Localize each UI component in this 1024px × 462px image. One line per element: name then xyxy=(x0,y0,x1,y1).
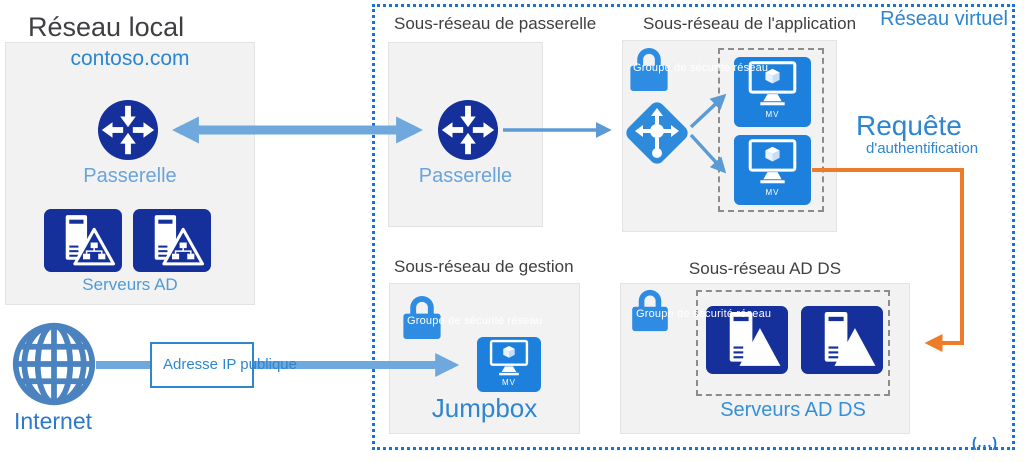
app-availability-set-border xyxy=(718,48,824,212)
local-servers-label: Serveurs AD xyxy=(82,275,178,294)
nsg-lock-icon xyxy=(629,45,669,92)
nsg-lock-icon xyxy=(402,293,442,340)
adds-server-icon xyxy=(706,306,788,374)
app-nsg-label: Groupe de sécurité réseau xyxy=(633,62,769,74)
virtual-network-border xyxy=(372,4,1015,450)
adds-nsg-label: Groupe de sécurité réseau xyxy=(636,308,772,320)
ad-server-icon xyxy=(133,209,211,272)
auth-request-line1: Requête xyxy=(856,110,962,141)
local-domain-label: contoso.com xyxy=(70,47,190,70)
vnet-gateway-label: Passerelle xyxy=(418,165,513,187)
ad-server-icon xyxy=(44,209,122,272)
adds-servers-label: Serveurs AD DS xyxy=(720,399,866,421)
vnet-gateway-icon xyxy=(437,99,499,161)
vm-label: MV xyxy=(502,378,516,387)
auth-request-line2: d'authentification xyxy=(866,140,979,157)
local-gateway-label: Passerelle xyxy=(83,165,177,187)
vm-label: MV xyxy=(765,110,780,119)
virtual-network-label: Réseau virtuel xyxy=(880,8,1008,30)
internet-label: Internet xyxy=(14,408,92,434)
adds-subnet-title: Sous-réseau AD DS xyxy=(688,259,842,278)
vm-icon: MV xyxy=(734,135,811,205)
local-network-title: Réseau local xyxy=(28,12,185,42)
mgmt-nsg-label: Groupe de sécurité réseau xyxy=(407,315,543,327)
load-balancer-icon xyxy=(622,98,692,168)
nsg-lock-icon xyxy=(631,287,669,332)
internet-globe-icon xyxy=(10,320,98,408)
adds-server-icon xyxy=(801,306,883,374)
jumpbox-vm-icon: MV xyxy=(477,337,541,392)
gateway-subnet-title: Sous-réseau de passerelle xyxy=(394,14,597,33)
app-subnet-title: Sous-réseau de l'application xyxy=(643,14,857,33)
vm-label: MV xyxy=(765,188,780,197)
jumpbox-label: Jumpbox xyxy=(431,393,538,423)
vnet-more-indicator: (...) xyxy=(972,434,998,450)
local-gateway-icon xyxy=(97,99,159,161)
vm-icon: MV xyxy=(734,57,811,127)
public-ip-label: Adresse IP publique xyxy=(163,356,297,373)
mgmt-subnet-title: Sous-réseau de gestion xyxy=(394,257,574,276)
